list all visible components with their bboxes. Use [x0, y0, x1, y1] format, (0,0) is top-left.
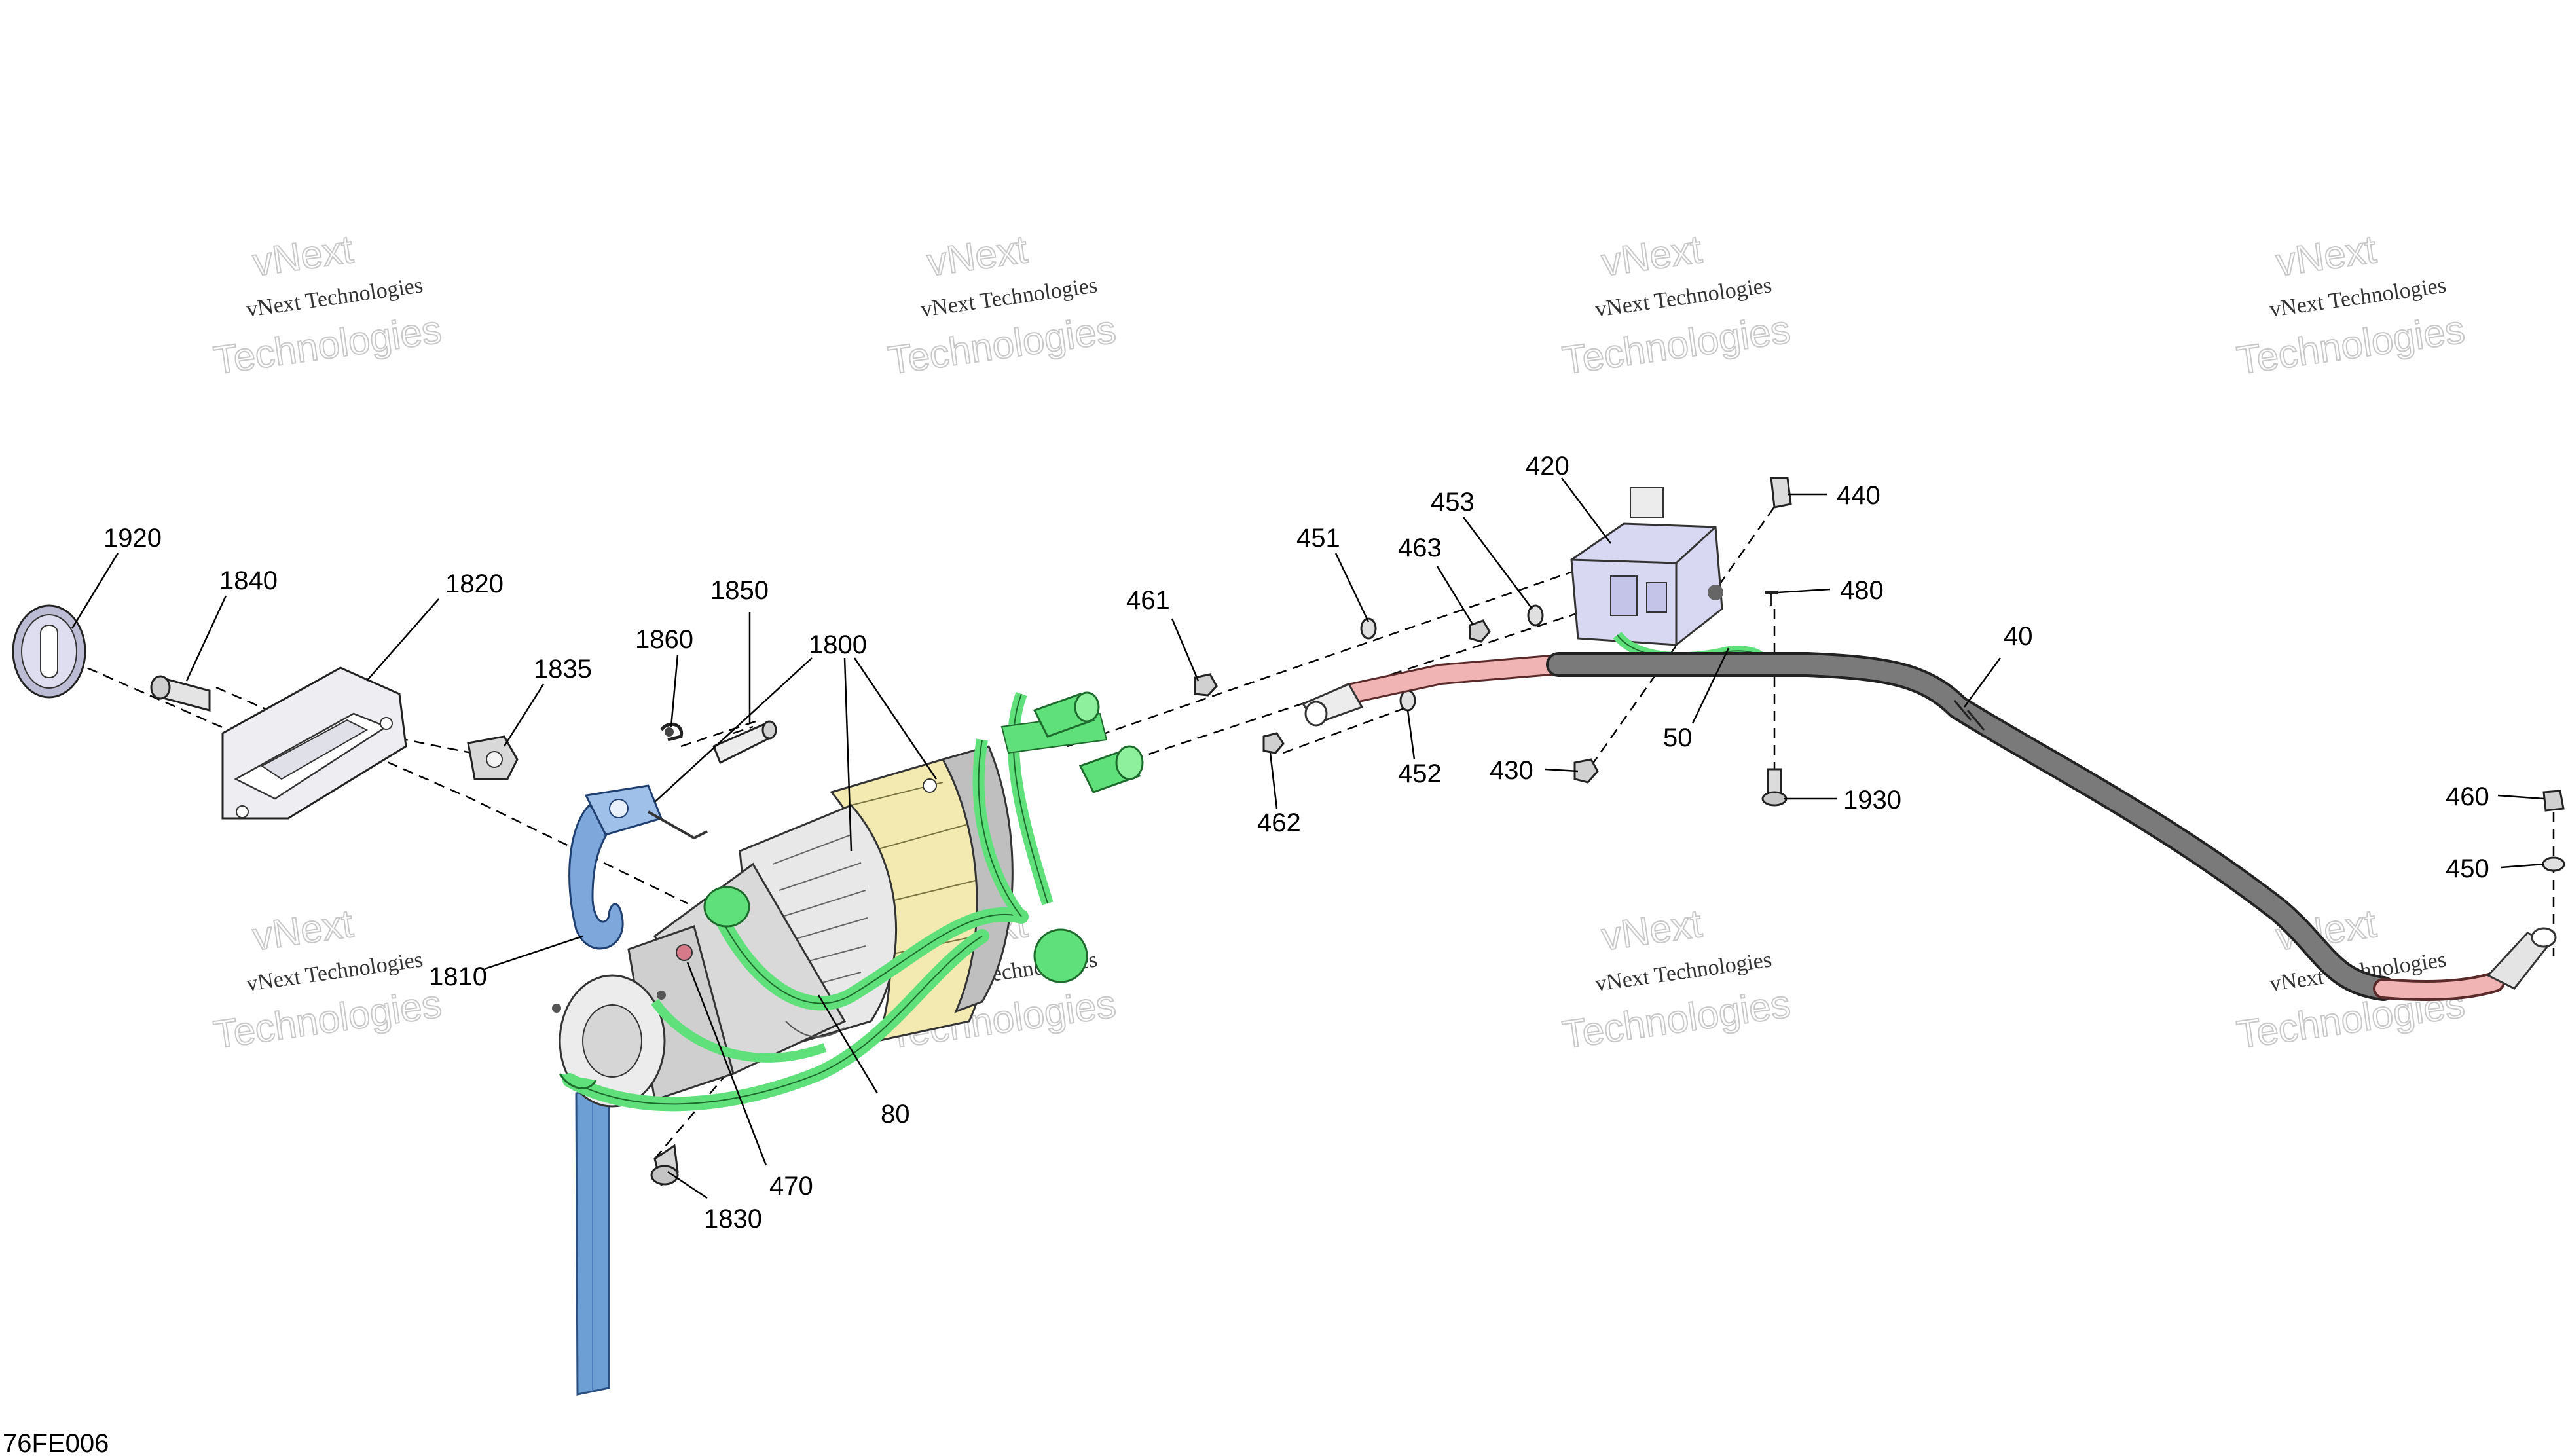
part-1930-bolt [1761, 768, 1788, 807]
part-463-nut [1469, 619, 1491, 643]
watermark-ghost: vNext [250, 901, 356, 959]
callout-453: 453 [1431, 488, 1475, 517]
part-1835-nut [467, 735, 519, 780]
watermark-line2: Technologies [1560, 981, 1793, 1057]
watermark-ghost: vNext [1599, 227, 1705, 285]
part-80-winch-harness [559, 691, 1144, 1112]
part-453-washer [1527, 604, 1544, 627]
part-460-nut [2542, 790, 2565, 812]
callout-460: 460 [2446, 782, 2489, 811]
part-440-clip-nut [1770, 477, 1792, 509]
callout-1800: 1800 [809, 630, 867, 659]
callout-451: 451 [1296, 524, 1340, 553]
watermark-line2: Technologies [2234, 307, 2467, 382]
callout-470: 470 [769, 1172, 813, 1201]
callout-1820: 1820 [445, 570, 504, 598]
part-1810-hook [568, 784, 708, 950]
callout-1930: 1930 [1843, 786, 1901, 814]
part-451-washer [1360, 617, 1377, 640]
part-40-cable [1546, 652, 2557, 1001]
callout-461: 461 [1126, 586, 1170, 615]
callout-labels: 1920 1840 1820 1835 1860 1850 1800 1810 … [103, 452, 2489, 1233]
callout-1850: 1850 [710, 576, 769, 605]
callout-50: 50 [1663, 723, 1693, 752]
watermark-1: vNext vNext Technologies Technologies [210, 227, 445, 384]
callout-462: 462 [1257, 809, 1301, 837]
part-480-screw [1765, 591, 1778, 606]
part-430-nut [1573, 758, 1599, 784]
watermark-line2: Technologies [1560, 307, 1793, 382]
callout-1830: 1830 [704, 1205, 762, 1233]
callout-1835: 1835 [534, 655, 592, 683]
watermark-2: vNext vNext Technologies Technologies [885, 227, 1119, 384]
watermark-ghost: vNext [250, 227, 356, 285]
part-winch-strap [575, 1085, 610, 1396]
part-1830-bolt [650, 1144, 679, 1187]
callout-1860: 1860 [635, 625, 693, 654]
part-1840-bushing [150, 675, 211, 712]
watermark-line2: Technologies [885, 307, 1118, 382]
part-462-nut [1262, 732, 1285, 754]
part-420-contactor [1570, 487, 1723, 646]
callout-1810: 1810 [429, 962, 487, 991]
callout-452: 452 [1398, 759, 1442, 788]
connector-ball [1033, 928, 1088, 983]
part-1920-end-cap [12, 604, 86, 699]
part-1820-fairlead-plate [221, 666, 407, 820]
callout-1920: 1920 [103, 524, 162, 553]
connector-motor-terminal [703, 886, 750, 928]
callout-480: 480 [1840, 576, 1884, 605]
callout-420: 420 [1526, 452, 1569, 481]
watermark-4: vNext vNext Technologies Technologies [2233, 227, 2468, 384]
part-1860-clip [659, 722, 684, 742]
callout-463: 463 [1398, 534, 1442, 562]
callout-80: 80 [881, 1100, 910, 1129]
watermark-ghost: vNext [2273, 227, 2379, 285]
callout-440: 440 [1837, 481, 1880, 510]
watermark-line2: Technologies [211, 307, 444, 382]
connector-boot-1 [1033, 691, 1100, 738]
part-drum-end-plate [941, 745, 1014, 1013]
part-461-nut [1194, 673, 1218, 697]
watermark-3: vNext vNext Technologies Technologies [1559, 227, 1793, 384]
watermark-5: vNext vNext Technologies Technologies [210, 901, 445, 1058]
callout-450: 450 [2446, 854, 2489, 883]
watermark-line2: Technologies [211, 981, 444, 1057]
watermark-ghost: vNext [1599, 901, 1705, 959]
diagram-code: 76FE006 [3, 1429, 109, 1456]
part-450-washer [2542, 856, 2565, 872]
watermark-7: vNext vNext Technologies Technologies [1559, 901, 1793, 1058]
part-1850-pin [712, 720, 777, 765]
watermark-ghost: vNext [925, 227, 1031, 285]
connector-boot-2 [1078, 745, 1144, 793]
part-470-terminal-nut [676, 944, 693, 961]
callout-1840: 1840 [219, 566, 278, 595]
callout-430: 430 [1490, 756, 1533, 785]
part-452-washer [1399, 689, 1416, 712]
leader-lines [71, 477, 2544, 1199]
callout-40: 40 [2004, 622, 2033, 651]
